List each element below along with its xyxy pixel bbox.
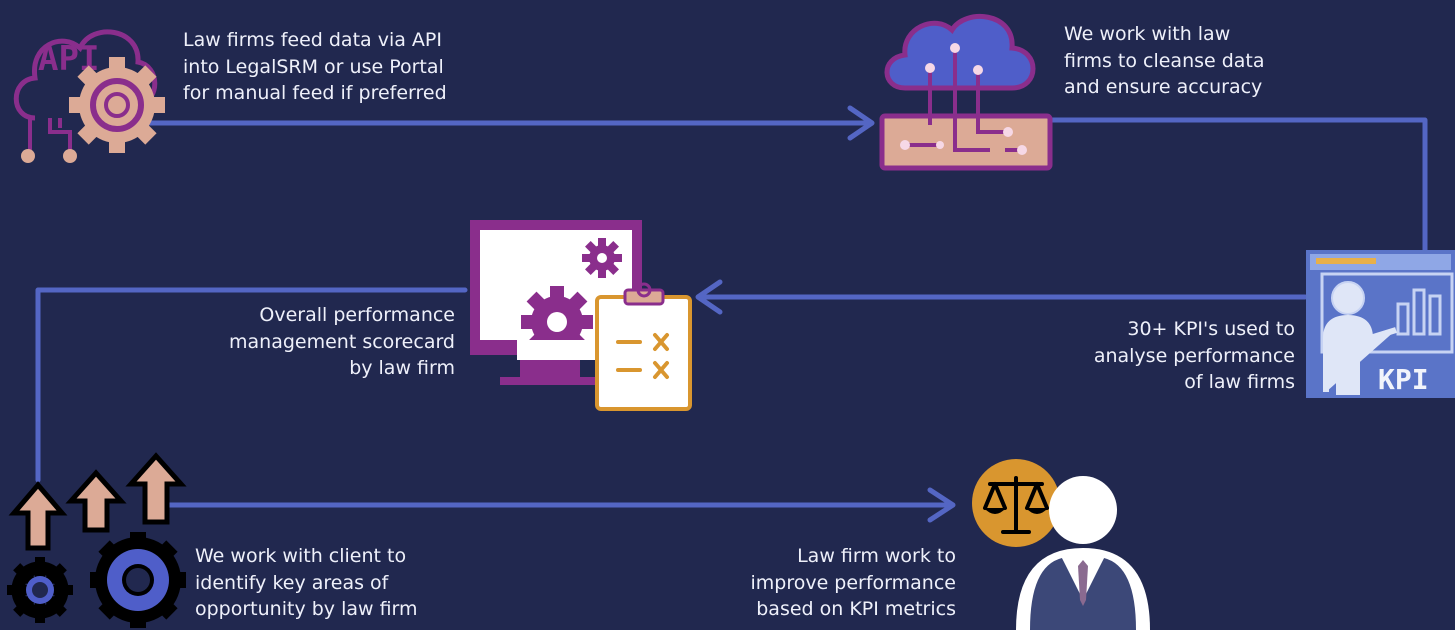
step-kpi-line-1: 30+ KPI's used to — [1127, 318, 1295, 340]
step-improve-line-2: improve performance — [750, 571, 956, 594]
step-kpi-line-2: analyse performance — [1093, 344, 1295, 367]
kpi-presentation-icon: KPI — [1306, 250, 1455, 398]
step-cleanse-line-3: and ensure accuracy — [1064, 76, 1263, 98]
lawyer-scales-icon — [972, 459, 1150, 630]
step-scorecard-line-2: management scorecard — [229, 330, 455, 353]
step-cleanse-line-2: firms to cleanse data — [1064, 49, 1265, 72]
step-cleanse-line-1: We work with law — [1064, 23, 1231, 45]
step-cleanse-text: We work with law firms to cleanse data a… — [1064, 21, 1265, 101]
step-kpi-text: 30+ KPI's used to analyse performance of… — [1094, 316, 1295, 396]
step-opportunity-line-3: opportunity by law firm — [195, 598, 418, 620]
step-api-feed-text: Law firms feed data via API into LegalSR… — [183, 27, 447, 107]
step-kpi-line-3: of law firms — [1184, 371, 1295, 393]
step-opportunity-text: We work with client to identify key area… — [195, 543, 418, 623]
step-improve-line-3: based on KPI metrics — [756, 598, 956, 620]
connector-cloud-to-kpi — [1047, 117, 1428, 253]
step-api-feed-line-1: Law firms feed data via API — [183, 29, 442, 51]
step-improve-text: Law firm work to improve performance bas… — [750, 543, 956, 623]
arrows-gears-icon — [7, 452, 187, 628]
arrowhead-scorecard — [695, 279, 723, 315]
step-scorecard-text: Overall performance management scorecard… — [229, 302, 455, 382]
monitor-checklist-icon — [470, 220, 692, 411]
connector-scorecard-to-growth — [35, 287, 468, 483]
step-scorecard-line-1: Overall performance — [259, 304, 455, 326]
step-opportunity-line-1: We work with client to — [195, 545, 407, 567]
arrowhead-cloud — [847, 105, 875, 141]
step-api-feed-line-3: for manual feed if preferred — [183, 82, 447, 104]
flow-connectors — [35, 105, 1428, 523]
step-opportunity-line-2: identify key areas of — [195, 571, 389, 594]
arrowhead-lawyer — [927, 487, 956, 523]
step-api-feed-line-2: into LegalSRM or use Portal — [183, 55, 444, 78]
cloud-circuit-icon — [879, 14, 1053, 171]
api-cloud-gear-icon: API — [13, 29, 165, 163]
kpi-icon-label: KPI — [1378, 363, 1429, 396]
step-improve-line-1: Law firm work to — [797, 545, 956, 567]
step-scorecard-line-3: by law firm — [349, 357, 455, 379]
